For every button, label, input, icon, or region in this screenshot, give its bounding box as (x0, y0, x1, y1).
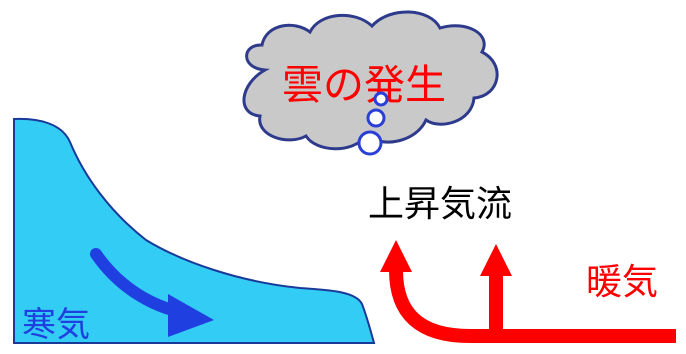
warm-air-flow-left (389, 269, 676, 343)
cloud-formation-label: 雲の発生 (282, 61, 446, 109)
cloud: 雲の発生 (242, 10, 499, 151)
cold-air-label: 寒気 (22, 305, 90, 345)
cloud-shape (242, 10, 499, 151)
cold-air-shape (13, 117, 376, 344)
bubble-small (373, 91, 389, 107)
warm-air: 暖気 (380, 240, 676, 343)
bubble-medium (366, 108, 386, 128)
updraft-label: 上昇気流 (368, 184, 512, 225)
cold-air-mass: 寒気 (13, 117, 376, 345)
rising-bubbles (357, 91, 389, 156)
warm-air-arrowhead-left (380, 240, 412, 272)
bubble-large (357, 130, 383, 156)
warm-air-label: 暖気 (586, 262, 658, 303)
cold-air-arrowhead (168, 294, 214, 337)
warm-air-arrowhead-right (480, 244, 512, 276)
